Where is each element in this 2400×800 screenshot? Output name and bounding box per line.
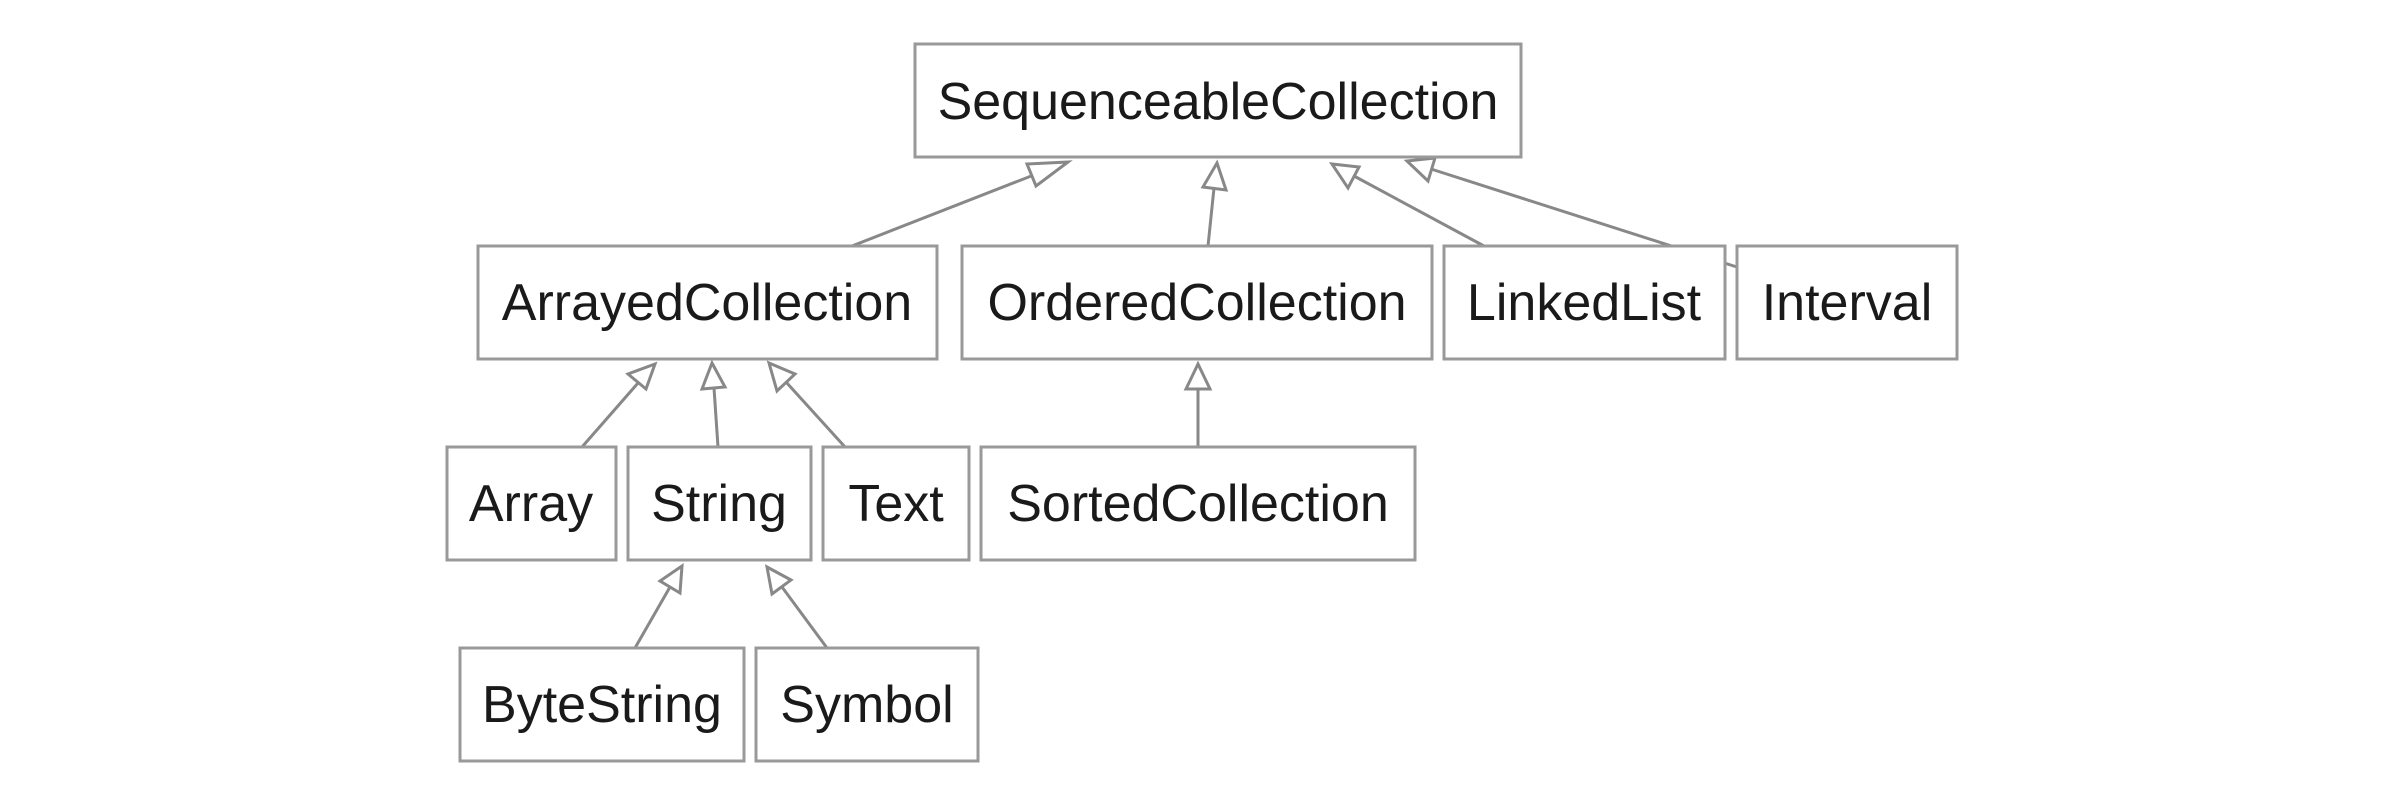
node-bytestring[interactable]: ByteString — [458, 646, 746, 763]
inheritance-edges — [580, 156, 1741, 649]
edge-linkedlist-to-sequenceablecollection — [1328, 162, 1485, 248]
edge-string-to-arrayedcollection — [699, 359, 728, 448]
node-label-linkedlist: LinkedList — [1467, 274, 1702, 332]
edge-text-to-arrayedcollection — [766, 360, 847, 449]
node-label-array: Array — [469, 475, 593, 533]
node-sequenceablecollection[interactable]: SequenceableCollection — [913, 42, 1523, 159]
node-label-text: Text — [848, 475, 944, 533]
edge-symbol-to-string — [764, 564, 829, 649]
node-label-symbol: Symbol — [780, 676, 953, 734]
node-label-arrayedcollection: ArrayedCollection — [502, 274, 912, 332]
edge-orderedcollection-to-sequenceablecollection — [1200, 159, 1229, 247]
edge-sortedcollection-to-orderedcollection — [1183, 360, 1213, 447]
node-symbol[interactable]: Symbol — [754, 646, 980, 763]
node-label-interval: Interval — [1762, 274, 1933, 332]
node-label-orderedcollection: OrderedCollection — [987, 274, 1406, 332]
node-arrayedcollection[interactable]: ArrayedCollection — [476, 244, 939, 361]
node-orderedcollection[interactable]: OrderedCollection — [960, 244, 1434, 361]
node-label-string: String — [651, 475, 787, 533]
edge-bytestring-to-string — [633, 563, 684, 649]
node-array[interactable]: Array — [445, 445, 618, 562]
node-label-sortedcollection: SortedCollection — [1007, 475, 1389, 533]
node-string[interactable]: String — [626, 445, 813, 562]
class-nodes: SequenceableCollection ArrayedCollection… — [445, 42, 1959, 763]
node-sortedcollection[interactable]: SortedCollection — [979, 445, 1417, 562]
edge-arrayedcollection-to-sequenceablecollection — [851, 160, 1073, 248]
node-interval[interactable]: Interval — [1735, 244, 1959, 361]
edge-array-to-arrayedcollection — [580, 361, 658, 448]
node-linkedlist[interactable]: LinkedList — [1442, 244, 1727, 361]
node-text[interactable]: Text — [821, 445, 971, 562]
node-label-bytestring: ByteString — [482, 676, 722, 734]
node-label-sequenceablecollection: SequenceableCollection — [938, 73, 1499, 131]
